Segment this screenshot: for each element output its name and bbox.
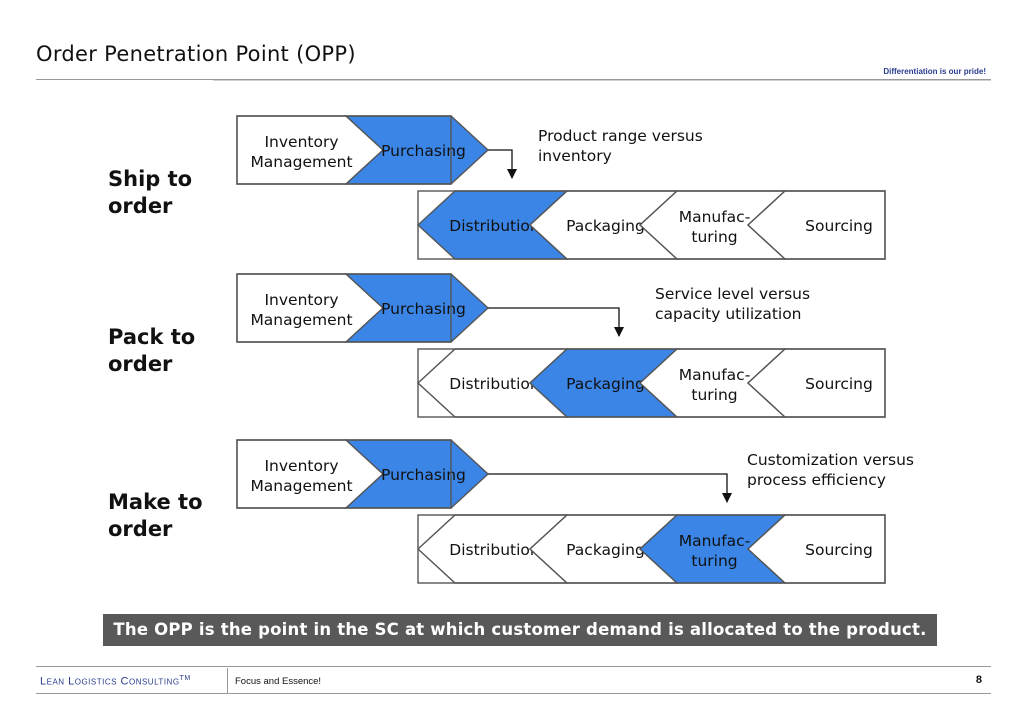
row2-bottom-label-3: Sourcing	[805, 541, 873, 559]
row0-bottom-label-3: Sourcing	[805, 217, 873, 235]
row2-note-line1: Customization versus	[747, 451, 914, 469]
row1-bottom-label-0: Distribution	[449, 375, 539, 393]
company-logo: Lean Logistics ConsultingTM	[40, 675, 191, 688]
row0-bottom-frame	[417, 190, 886, 260]
footer-divider-bottom	[36, 693, 991, 694]
row1-bottom-label-2-line1: Manufac-	[679, 366, 751, 384]
row1-opp-arrowhead	[614, 327, 624, 337]
row2-purchasing-label: Purchasing	[381, 466, 466, 484]
row0-bottom-label-1: Packaging	[566, 217, 645, 235]
header-divider	[36, 79, 991, 80]
row0-note-line2: inventory	[538, 147, 612, 165]
row2-opp-connector	[488, 473, 728, 502]
footer-motto: Focus and Essence!	[235, 676, 322, 687]
row0-opp-connector	[488, 149, 513, 178]
row2-bottom-label-0: Distribution	[449, 541, 539, 559]
row1-note-line2: capacity utilization	[655, 305, 802, 323]
row2-bottom-label-2-line1: Manufac-	[679, 532, 751, 550]
row1-top-frame	[236, 273, 452, 343]
row1-purchasing-label: Purchasing	[381, 300, 466, 318]
row1-bottom-label-3: Sourcing	[805, 375, 873, 393]
row1-inventory-label-line2: Management	[250, 311, 352, 329]
row2-inventory-label-line2: Management	[250, 477, 352, 495]
row0-purchasing-label: Purchasing	[381, 142, 466, 160]
row0-top-frame	[236, 115, 452, 185]
row1-note-line1: Service level versus	[655, 285, 810, 303]
row2-opp-arrowhead	[722, 493, 732, 503]
row0-inventory-label-line2: Management	[250, 153, 352, 171]
row2-bottom-label-2-line2: turing	[691, 552, 737, 570]
row1-opp-connector	[488, 307, 620, 336]
header-divider-secondary	[213, 80, 991, 81]
row0-bottom-label-2-line1: Manufac-	[679, 208, 751, 226]
page-number: 8	[975, 674, 982, 686]
footer-divider-top	[36, 666, 991, 667]
row0-opp-arrowhead	[507, 169, 517, 179]
row1-inventory-label-line1: Inventory	[264, 291, 338, 309]
row2-top-frame	[236, 439, 452, 509]
row0-inventory-label-line1: Inventory	[264, 133, 338, 151]
page-title: Order Penetration Point (OPP)	[36, 42, 356, 66]
row1-bottom-frame	[417, 348, 886, 418]
row0-bottom-label-2-line2: turing	[691, 228, 737, 246]
row0-bottom-label-0: Distribution	[449, 217, 539, 235]
row0-note-line1: Product range versus	[538, 127, 703, 145]
footer-separator	[227, 668, 228, 693]
row1-bottom-label-1: Packaging	[566, 375, 645, 393]
row2-note-line2: process efficiency	[747, 471, 886, 489]
row1-bottom-label-2-line2: turing	[691, 386, 737, 404]
row2-bottom-label-1: Packaging	[566, 541, 645, 559]
row2-bottom-frame	[417, 514, 886, 584]
row2-inventory-label-line1: Inventory	[264, 457, 338, 475]
definition-banner: The OPP is the point in the SC at which …	[103, 614, 937, 646]
tagline: Differentiation is our pride!	[883, 67, 986, 76]
